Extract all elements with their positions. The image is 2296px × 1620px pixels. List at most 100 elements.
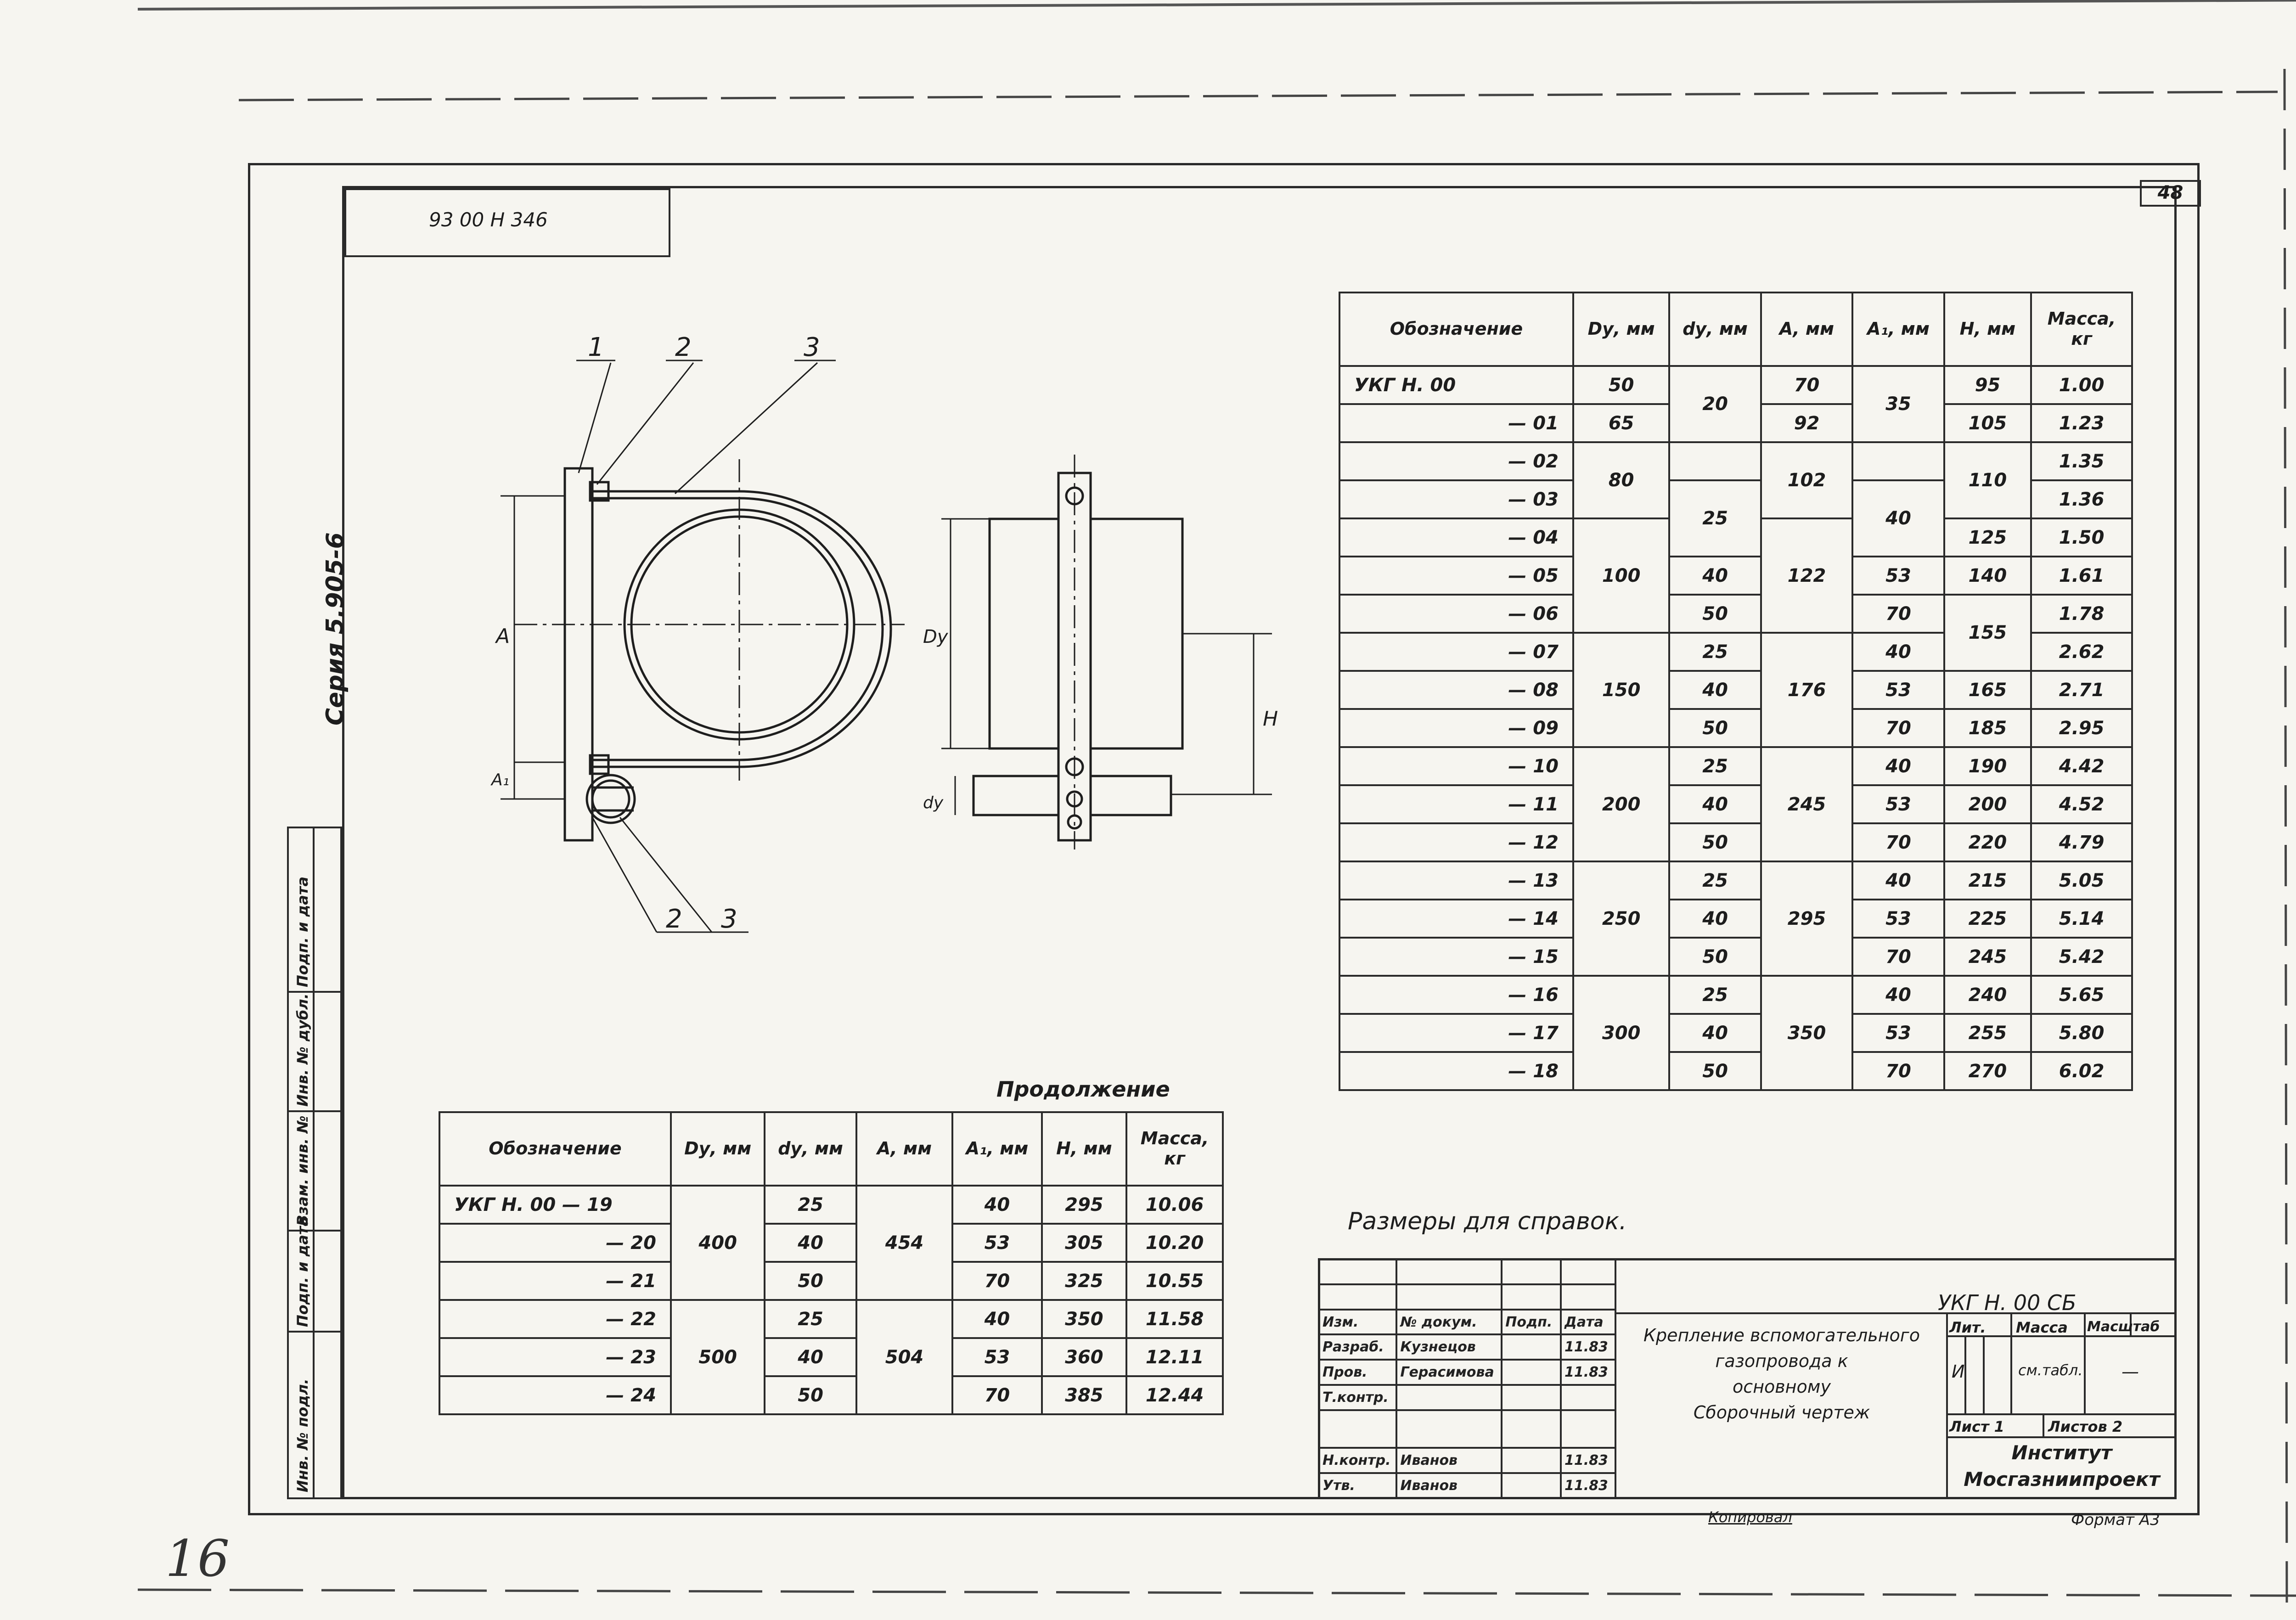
continuation-spec-table: Обозначение Dу, мм dу, мм А, мм А₁, мм Н… — [439, 1111, 1224, 1415]
cell-dy: 65 — [1572, 403, 1671, 443]
cell-a: 176 — [1760, 632, 1854, 748]
role-ncontrol: Н.контр. — [1317, 1447, 1398, 1474]
cell-h: 110 — [1943, 441, 2032, 519]
cell-m: 11.58 — [1125, 1299, 1224, 1339]
cell-designation: УКГ Н. 00 — 19 — [439, 1185, 672, 1225]
cell-h: 185 — [1943, 708, 2032, 748]
cont-col-A: А, мм — [855, 1111, 954, 1187]
cell-a1: 70 — [1851, 708, 1945, 748]
cell-h: 325 — [1041, 1261, 1128, 1301]
cell-dy: 150 — [1572, 632, 1671, 748]
title-line-3: основному — [1733, 1377, 1831, 1397]
cell-a1: 40 — [1851, 975, 1945, 1015]
continuation-title: Продолжение — [996, 1077, 1170, 1102]
outer-frame — [248, 163, 2200, 1515]
cell-a: 70 — [1760, 365, 1854, 405]
cell-designation: — 05 — [1339, 556, 1574, 596]
cont-col-H: Н, мм — [1041, 1111, 1128, 1187]
cell-a1: 53 — [1851, 556, 1945, 596]
cell-a1: 70 — [951, 1261, 1043, 1301]
cell-dy: 40 — [1668, 670, 1762, 710]
dim-H-label: Н — [1263, 707, 1278, 731]
cell-dy: 300 — [1572, 975, 1671, 1091]
callout-3-bottom: 3 — [721, 904, 737, 934]
drawing-title: Крепление вспомогательного газопровода к… — [1621, 1322, 1942, 1425]
hdr-sign: Подп. — [1501, 1308, 1562, 1336]
side-stamp-lines — [287, 827, 342, 1499]
sign-developer — [1501, 1333, 1562, 1361]
cell-h: 220 — [1943, 822, 2032, 862]
cell-designation: — 16 — [1339, 975, 1574, 1015]
hdr-doc: № докум. — [1396, 1308, 1503, 1336]
cell-a1: 53 — [1851, 899, 1945, 939]
col-mass: Масса, кг — [2030, 292, 2133, 367]
cont-col-designation: Обозначение — [439, 1111, 672, 1187]
date-checker: 11.83 — [1559, 1359, 1617, 1386]
cell-a: 92 — [1760, 403, 1854, 443]
cell-a: 122 — [1760, 518, 1854, 634]
cell-mass: 1.23 — [2030, 403, 2133, 443]
cell-dy: 25 — [1668, 746, 1762, 786]
cell-dy: 250 — [1572, 861, 1671, 977]
cell-designation: — 24 — [439, 1375, 672, 1415]
sheets-label: Листов 2 — [2048, 1418, 2123, 1435]
col-A: А, мм — [1760, 292, 1854, 367]
copied-label: Копировал — [1708, 1508, 1792, 1526]
name-checker: Герасимова — [1396, 1359, 1503, 1386]
cell-designation: — 14 — [1339, 899, 1574, 939]
col-dy: dу, мм — [1668, 292, 1762, 367]
cell-mass: 5.65 — [2030, 975, 2133, 1015]
cell-designation: — 15 — [1339, 937, 1574, 977]
cell-mass: 2.62 — [2030, 632, 2133, 672]
cell-mass: 1.78 — [2030, 594, 2133, 634]
cell-mass: 1.00 — [2030, 365, 2133, 405]
side-stamp-label-5: Подп. и дата — [294, 876, 311, 987]
series-label: Серия 5.905-6 — [321, 532, 349, 726]
title-line-1: Крепление вспомогательного — [1643, 1325, 1920, 1345]
cell-mass: 2.95 — [2030, 708, 2133, 748]
cell-h: 155 — [1943, 594, 2032, 672]
date-developer: 11.83 — [1559, 1333, 1617, 1361]
cell-designation: — 10 — [1339, 746, 1574, 786]
sheet-number-box: 48 — [2140, 180, 2201, 207]
cell-mass: 1.50 — [2030, 518, 2133, 557]
cell-h: 125 — [1943, 518, 2032, 557]
cell-a: 350 — [1760, 975, 1854, 1091]
cell-dy: 200 — [1572, 746, 1671, 862]
title-block-lines — [1616, 1312, 2177, 1499]
cell-designation: — 07 — [1339, 632, 1574, 672]
cell-dy: 50 — [764, 1261, 857, 1301]
mass-value: см.табл. — [2018, 1361, 2083, 1379]
cell-designation: — 20 — [439, 1223, 672, 1263]
cell-a: 295 — [1760, 861, 1854, 977]
side-stamp-label-4: Инв. № дубл. — [294, 993, 311, 1107]
format-label: Формат А3 — [2071, 1511, 2160, 1529]
hdr-izm: Изм. — [1317, 1308, 1398, 1336]
sign-checker — [1501, 1359, 1562, 1386]
date-ncontrol: 11.83 — [1559, 1447, 1617, 1474]
cell-mass: 5.42 — [2030, 937, 2133, 977]
lit-label: Лит. — [1949, 1319, 1986, 1336]
cell-mass: 5.05 — [2030, 861, 2133, 900]
inner-frame — [342, 186, 2177, 1499]
cell-designation: — 04 — [1339, 518, 1574, 557]
date-approver: 11.83 — [1559, 1472, 1617, 1499]
cell-designation: УКГ Н. 00 — [1339, 365, 1574, 405]
cell-a1: 70 — [1851, 937, 1945, 977]
cell-h: 95 — [1943, 365, 2032, 405]
cell-mass: 1.35 — [2030, 441, 2133, 481]
